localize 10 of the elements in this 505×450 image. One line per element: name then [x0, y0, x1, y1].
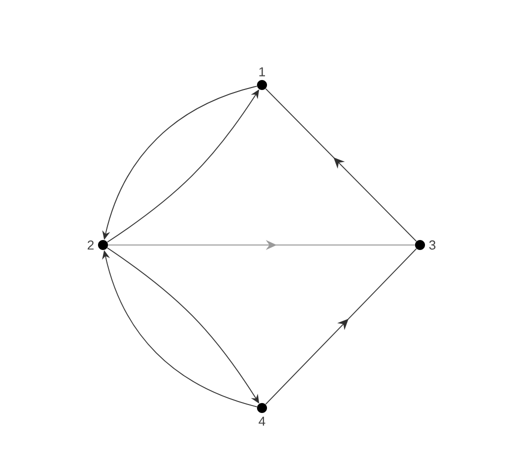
graph-vertex: 1: [257, 67, 267, 90]
graph-vertex: 2: [88, 240, 108, 250]
node-label: 3: [429, 240, 436, 250]
graph-vertex: 3: [415, 240, 436, 250]
arrow: [265, 248, 417, 405]
node-label: 4: [258, 416, 266, 426]
arrow: [265, 88, 417, 242]
node-label: 1: [259, 67, 265, 76]
graph-vertex: 4: [257, 403, 267, 426]
node-label: 2: [88, 240, 94, 250]
